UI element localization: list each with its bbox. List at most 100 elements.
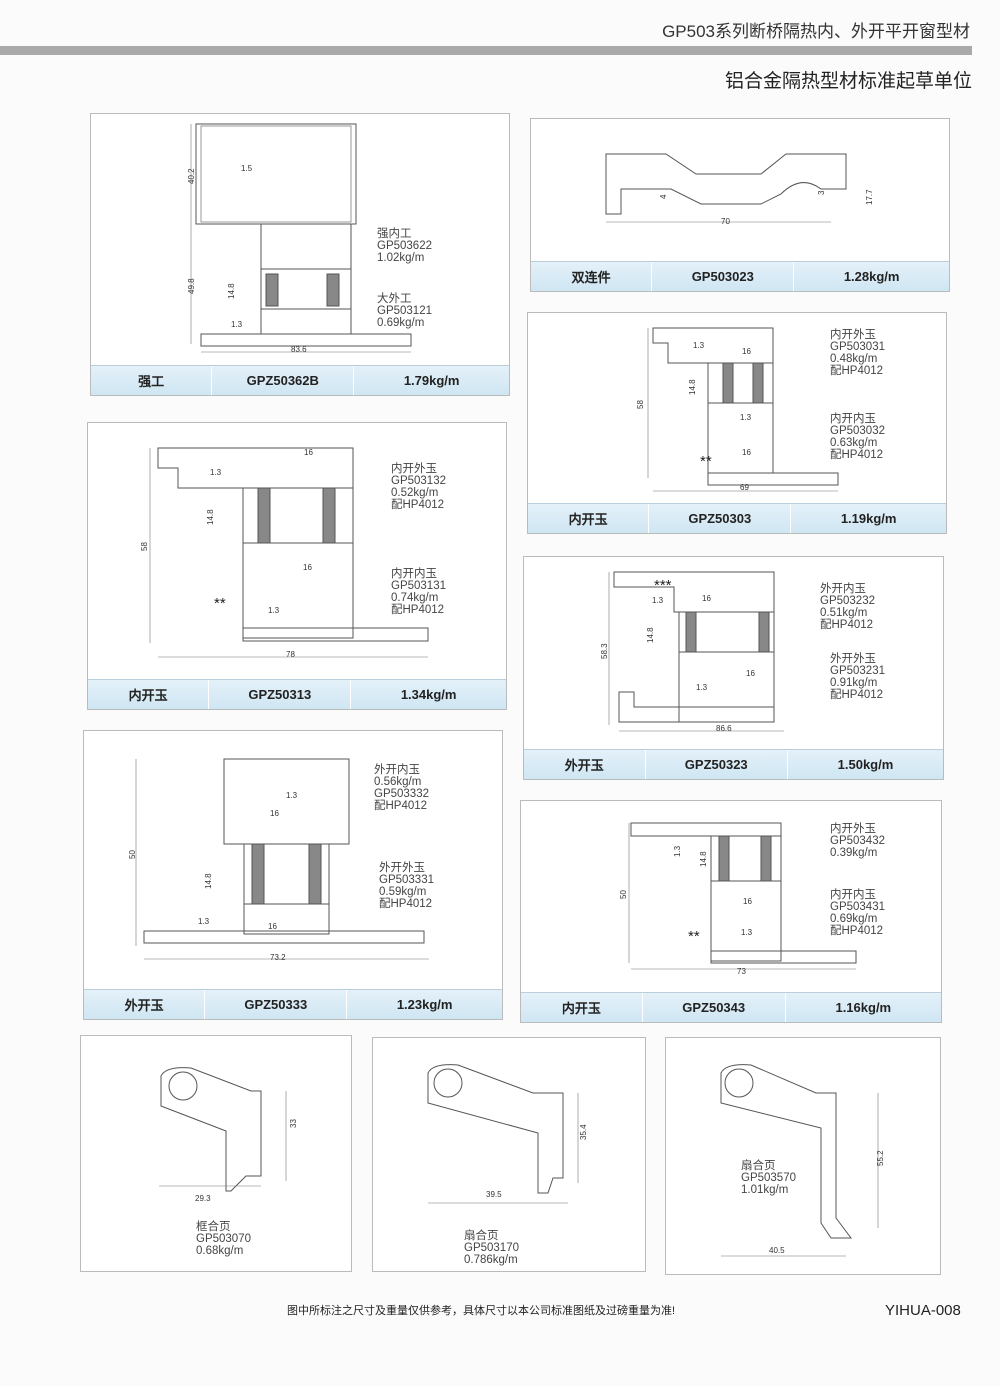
dim-label: 1.3 [198, 917, 210, 926]
profile-drawing [149, 447, 429, 658]
spec-weight: 1.34kg/m [400, 687, 457, 702]
dim-label: 1.3 [652, 596, 664, 605]
profile-panel-gpz50362b: 40.2 1.5 49.8 14.8 1.3 83.6 强内工 GP503622… [90, 113, 510, 396]
dim-label: 1.3 [696, 683, 708, 692]
subtitle: 铝合金隔热型材标准起草单位 [724, 71, 972, 92]
mark-asterisk: ** [700, 453, 712, 470]
dim-label: 16 [268, 922, 277, 931]
hinge-panel-gp503070: 33 29.3 框合页 GP503070 0.68kg/m [80, 1035, 352, 1272]
spec-model: GPZ50362B [212, 366, 355, 395]
dim-label: 14.8 [206, 509, 215, 525]
dim-label: 14.8 [227, 283, 236, 299]
dim-label: 14.8 [204, 873, 213, 889]
dim-label: 14.8 [688, 379, 697, 395]
mark-asterisk: ** [214, 595, 226, 612]
dim-label: 1.5 [241, 164, 253, 173]
dim-label: 1.3 [673, 845, 682, 857]
spec-weight: 1.79kg/m [403, 373, 460, 388]
profile-note: 内开外玉 GP503432 0.39kg/m [830, 823, 885, 859]
dim-label: 1.3 [268, 606, 280, 615]
dim-label: 29.3 [195, 1194, 211, 1203]
spec-weight: 1.19kg/m [840, 511, 897, 526]
spec-type: 外开玉 [524, 750, 646, 779]
profile-note: 扇合页 GP503570 1.01kg/m [741, 1160, 796, 1196]
series-title: GP503系列断桥隔热内、外开平开窗型材 [662, 22, 970, 41]
dim-label: 49.8 [187, 278, 196, 294]
profile-drawing [628, 822, 857, 970]
profile-drawing [647, 327, 839, 492]
dim-label: 58.3 [600, 643, 609, 659]
dim-label: 40.5 [769, 1246, 785, 1255]
dim-label: 86.6 [716, 724, 732, 733]
dim-label: 39.5 [486, 1190, 502, 1199]
spec-model: GPZ50333 [205, 990, 348, 1019]
dim-label: 69 [740, 483, 749, 492]
spec-model: GPZ50303 [649, 504, 792, 533]
profile-drawing [159, 1067, 287, 1192]
dim-label: 70 [721, 217, 730, 226]
profile-drawing [427, 1064, 579, 1204]
profile-note: 外开外玉 GP503331 0.59kg/m 配HP4012 [379, 862, 434, 910]
dim-label: 16 [742, 347, 751, 356]
profile-note: 外开外玉 GP503231 0.91kg/m 配HP4012 [830, 653, 885, 701]
profile-note: 内开内玉 GP503032 0.63kg/m 配HP4012 [830, 413, 885, 461]
dim-label: 58 [636, 400, 645, 409]
dim-label: 1.3 [740, 413, 752, 422]
profile-drawing [605, 153, 847, 223]
spec-weight: 1.28kg/m [843, 269, 900, 284]
dim-label: 14.8 [699, 851, 708, 867]
dim-label: 16 [743, 897, 752, 906]
disclaimer: 图中所标注之尺寸及重量仅供参考，具体尺寸以本公司标准图纸及过磅重量为准! [287, 1305, 676, 1317]
spec-type: 强工 [91, 366, 213, 395]
dim-label: 1.3 [210, 468, 222, 477]
profile-note: 框合页 GP503070 0.68kg/m [196, 1221, 251, 1257]
profile-note: 扇合页 GP503170 0.786kg/m [464, 1230, 519, 1266]
profile-note: 外开内玉 0.56kg/m GP503332 配HP4012 [374, 764, 429, 812]
dim-label: 83.6 [291, 345, 307, 354]
profile-drawing [608, 571, 784, 732]
profile-note: 内开外玉 GP503031 0.48kg/m 配HP4012 [830, 329, 885, 377]
page-code: YIHUA-008 [885, 1302, 961, 1319]
profile-note: 内开内玉 GP503131 0.74kg/m 配HP4012 [391, 568, 446, 616]
dim-label: 14.8 [646, 627, 655, 643]
spec-type: 内开玉 [521, 993, 643, 1022]
dim-label: 3 [817, 190, 826, 195]
dim-label: 1.3 [286, 791, 298, 800]
mark-asterisk: *** [654, 577, 672, 594]
hinge-panel-gp503570: 55.2 40.5 扇合页 GP503570 1.01kg/m [665, 1037, 941, 1275]
profile-note: 大外工 GP503121 0.69kg/m [377, 293, 432, 329]
spec-weight: 1.23kg/m [396, 997, 453, 1012]
dim-label: 16 [270, 809, 279, 818]
mark-asterisk: ** [688, 928, 700, 945]
dim-label: 16 [304, 448, 313, 457]
spec-weight: 1.16kg/m [835, 1000, 892, 1015]
dim-label: 16 [746, 669, 755, 678]
hinge-panel-gp503170: 35.4 39.5 扇合页 GP503170 0.786kg/m [372, 1037, 646, 1272]
dim-label: 40.2 [187, 168, 196, 184]
profile-note: 内开内玉 GP503431 0.69kg/m 配HP4012 [830, 889, 885, 937]
profile-panel-gpz50313: 16 1.3 14.8 58 16 ** 1.3 78 内开外玉 GP50313… [87, 422, 507, 710]
profile-panel-gpz50303: 1.3 16 14.8 58 1.3 16 69 ** 内开外玉 GP50303… [527, 312, 947, 534]
dim-label: 1.3 [693, 341, 705, 350]
dim-label: 33 [289, 1119, 298, 1128]
dim-label: 55.2 [876, 1150, 885, 1166]
dim-label: 17.7 [865, 189, 874, 205]
dim-label: 16 [303, 563, 312, 572]
profile-panel-gpz50323: *** 1.3 16 14.8 58.3 16 1.3 86.6 外开内玉 GP… [523, 556, 944, 780]
profile-panel-gpz50333: 1.3 16 50 14.8 1.3 16 73.2 外开内玉 0.56kg/m… [83, 730, 503, 1020]
profile-note: 内开外玉 GP503132 0.52kg/m 配HP4012 [391, 463, 446, 511]
dim-label: 73.2 [270, 953, 286, 962]
spec-type: 外开玉 [84, 990, 206, 1019]
spec-model: GPZ50343 [643, 993, 786, 1022]
spec-model: GPZ50323 [646, 750, 788, 779]
profile-drawing [135, 758, 429, 960]
dim-label: 50 [619, 890, 628, 899]
dim-label: 73 [737, 967, 746, 976]
dim-label: 1.3 [741, 928, 753, 937]
